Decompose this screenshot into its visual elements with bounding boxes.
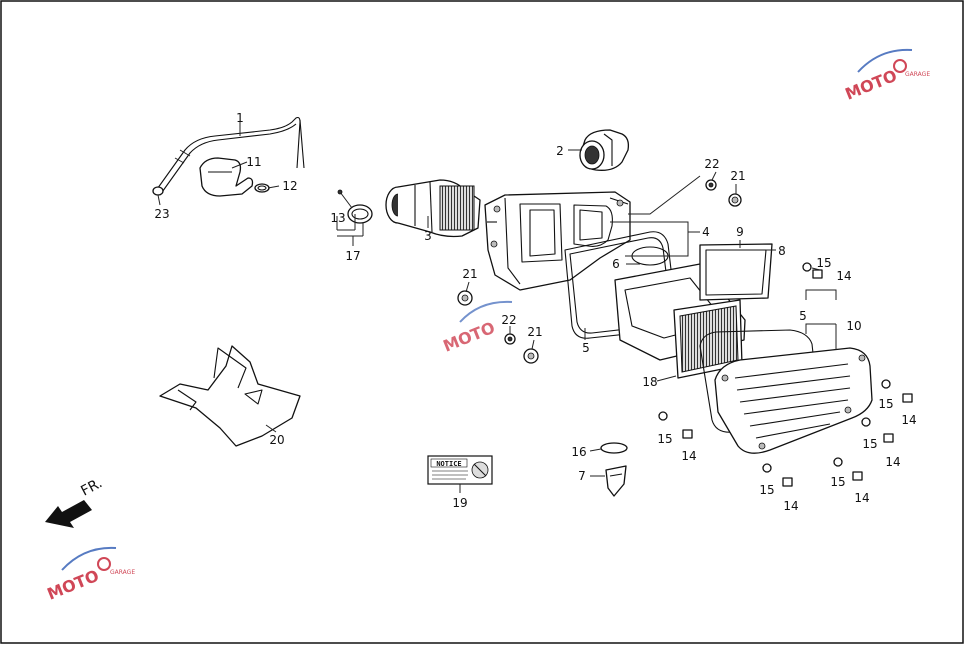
part-7-drain-cap <box>605 465 627 497</box>
part-12-clip <box>254 183 270 193</box>
washer-22-top <box>705 179 717 191</box>
callout-10: 10 <box>846 319 861 333</box>
screw-14-d <box>883 433 894 443</box>
washer-22-mid <box>504 333 516 345</box>
callout-17: 17 <box>345 249 360 263</box>
callout-21-b: 21 <box>462 267 477 281</box>
watermark-text-bottom: MOTO <box>44 566 101 604</box>
washer-15-f <box>833 457 843 467</box>
washer-15-b <box>881 379 891 389</box>
screw-14-b <box>902 393 913 403</box>
callout-2: 2 <box>556 144 564 158</box>
bolt-21-mid <box>523 348 539 364</box>
watermark-text-top: MOTO <box>842 66 899 104</box>
part-11-tube-guard <box>199 157 254 197</box>
notice-title: NOTICE <box>436 460 461 468</box>
part-20-lower-cover <box>159 345 301 447</box>
callout-15-a: 15 <box>816 256 831 270</box>
callout-14-c: 14 <box>681 449 696 463</box>
callout-12: 12 <box>282 179 297 193</box>
front-label: FR. <box>78 475 105 499</box>
callout-14-b: 14 <box>901 413 916 427</box>
watermark-subtext-bottom: GARAGE <box>110 569 135 576</box>
front-direction-arrow: FR. <box>45 475 105 528</box>
callout-5-right: 5 <box>799 309 807 323</box>
washer-15-d <box>861 417 871 427</box>
washer-15-c <box>658 411 668 421</box>
callout-22-b: 22 <box>501 313 516 327</box>
watermark-text-mid: MOTO <box>440 318 497 356</box>
callout-15-d: 15 <box>862 437 877 451</box>
watermark-mid: MOTO <box>440 300 513 356</box>
part-3-intake-duct <box>385 179 481 238</box>
bolt-21-top <box>728 193 742 207</box>
screw-14-e <box>782 477 793 487</box>
callout-14-f: 14 <box>854 491 869 505</box>
callout-9: 9 <box>736 225 744 239</box>
callout-21-a: 21 <box>730 169 745 183</box>
screw-14-f <box>852 471 863 481</box>
part-8-panel-frame <box>699 243 773 301</box>
washer-15-e <box>762 463 772 473</box>
callout-4: 4 <box>702 225 710 239</box>
callout-20: 20 <box>269 433 284 447</box>
callout-18: 18 <box>642 375 657 389</box>
callout-3: 3 <box>424 229 432 243</box>
washer-15-a <box>802 262 812 272</box>
part-13-hose-clamp <box>337 189 373 224</box>
callout-19: 19 <box>452 496 467 510</box>
callout-16: 16 <box>571 445 586 459</box>
callout-15-c: 15 <box>657 432 672 446</box>
callout-11: 11 <box>246 155 261 169</box>
screw-14-c <box>682 429 693 439</box>
watermark-subtext-top: GARAGE <box>905 71 930 78</box>
callout-5-left: 5 <box>582 341 590 355</box>
callout-1: 1 <box>236 111 244 125</box>
callout-15-e: 15 <box>759 483 774 497</box>
part-16-clip <box>600 442 628 454</box>
callout-15-b: 15 <box>878 397 893 411</box>
part-2-intake-connector <box>579 129 630 171</box>
leader-lines <box>157 122 837 493</box>
watermark-top-right: MOTO GARAGE <box>842 48 930 104</box>
callout-labels: 1 2 3 4 5 5 6 7 8 9 10 11 12 13 14 14 14… <box>154 111 916 513</box>
callout-13: 13 <box>330 211 345 225</box>
callout-22-a: 22 <box>704 157 719 171</box>
fasteners <box>457 179 913 487</box>
callout-21-c: 21 <box>527 325 542 339</box>
callout-6: 6 <box>612 257 620 271</box>
callout-7: 7 <box>578 469 586 483</box>
part-19-notice-label: NOTICE <box>427 455 493 485</box>
callout-23: 23 <box>154 207 169 221</box>
screw-14-a <box>812 269 823 279</box>
part-1-breather-tube <box>154 116 305 196</box>
part-18-filter-element <box>673 299 743 379</box>
callout-14-a: 14 <box>836 269 851 283</box>
watermark-bottom-left: MOTO GARAGE <box>44 546 135 604</box>
callout-8: 8 <box>778 244 786 258</box>
part-23-clip <box>152 186 164 196</box>
part-4-air-cleaner-housing <box>484 191 631 291</box>
callout-14-e: 14 <box>783 499 798 513</box>
bolt-21-left <box>457 290 473 306</box>
callout-14-d: 14 <box>885 455 900 469</box>
callout-15-f: 15 <box>830 475 845 489</box>
part-10-air-cleaner-cover <box>714 347 873 454</box>
